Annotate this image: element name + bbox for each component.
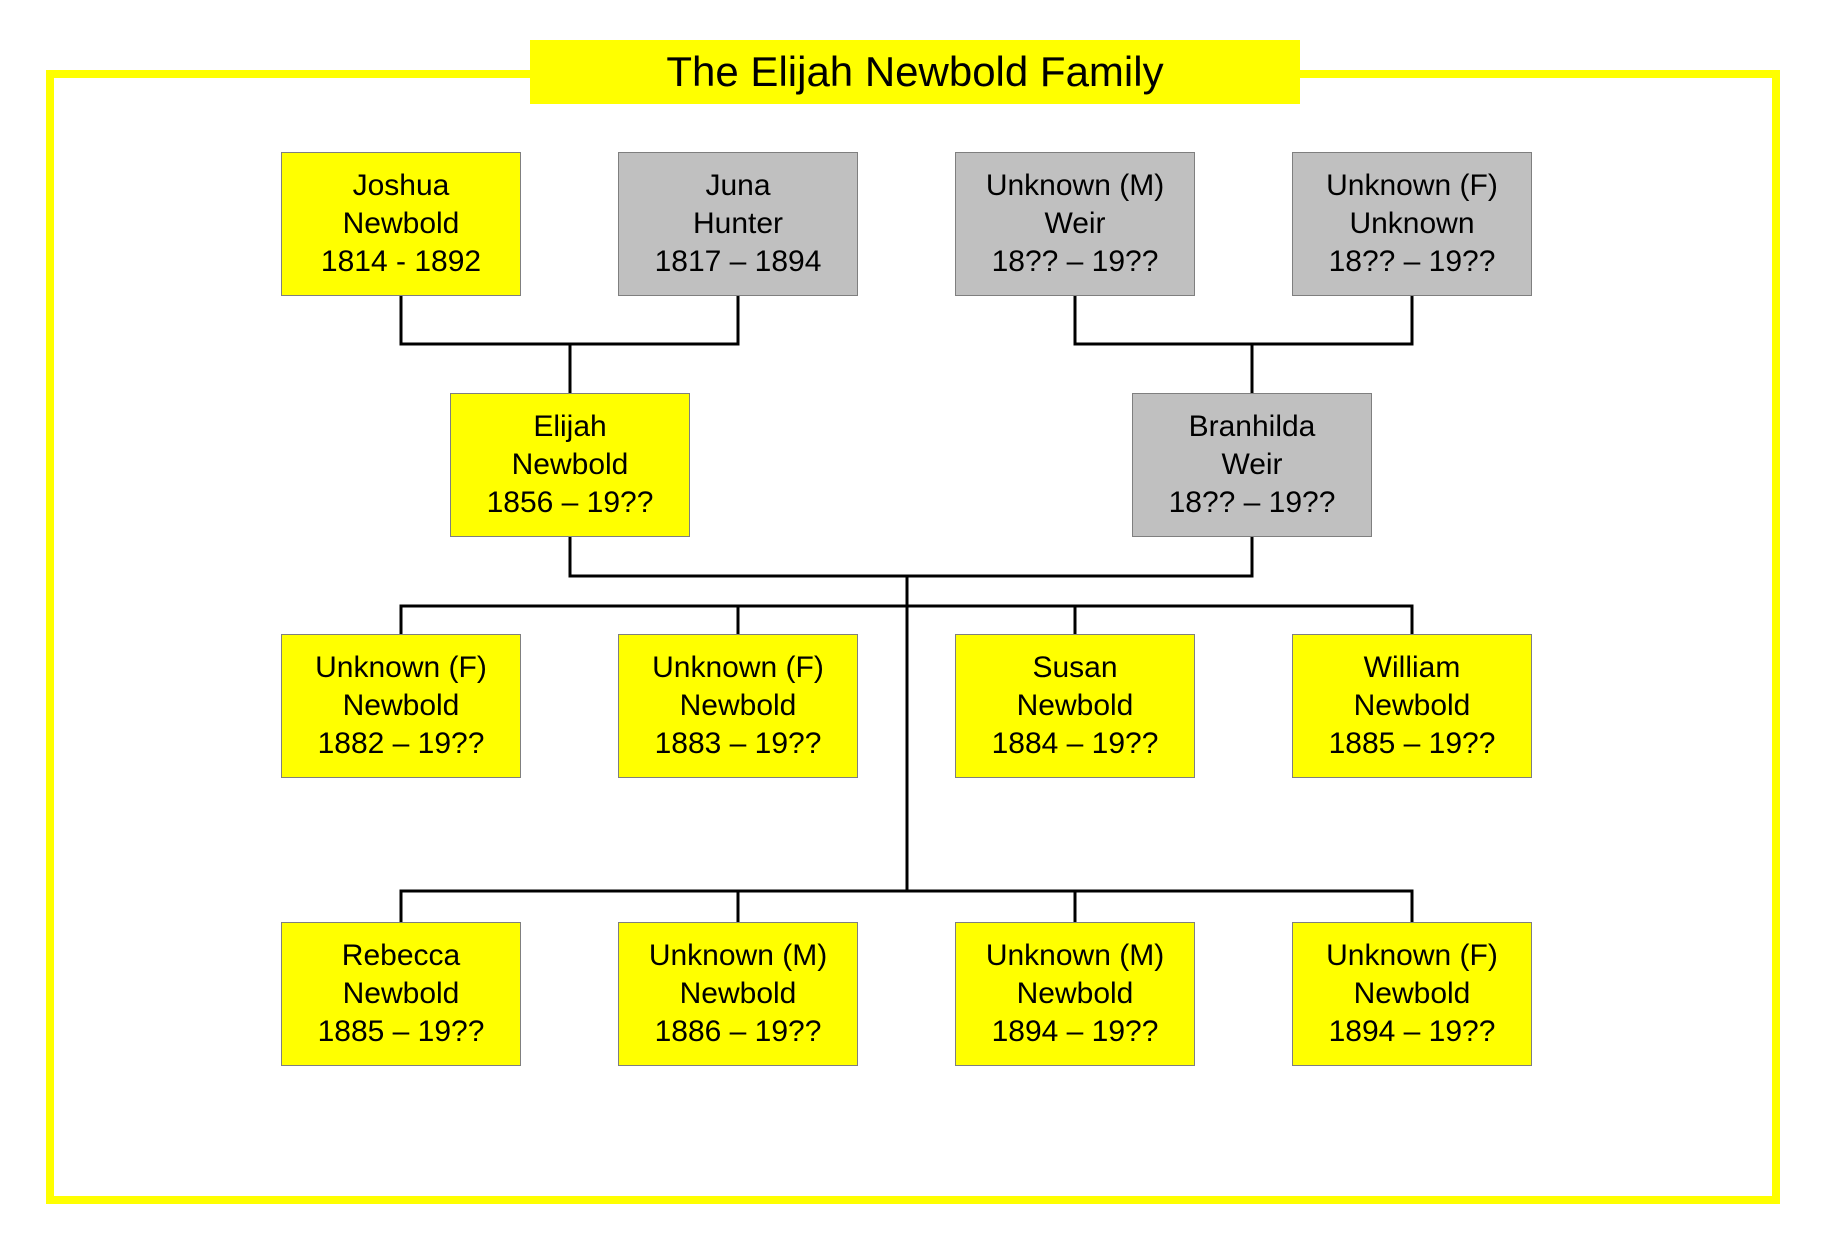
person-first-name: Juna xyxy=(705,169,771,202)
child-card: Susan Newbold 1884 – 19?? xyxy=(955,634,1195,778)
person-first-name: Elijah xyxy=(533,410,607,443)
diagram-title: The Elijah Newbold Family xyxy=(530,40,1300,104)
child-card: Unknown (F) Newbold 1883 – 19?? xyxy=(618,634,858,778)
person-last-name: Hunter xyxy=(692,207,784,240)
person-last-name: Newbold xyxy=(511,448,629,481)
child-card: Unknown (M) Newbold 1886 – 19?? xyxy=(618,922,858,1066)
person-unknown-m-weir: Unknown (M) Weir 18?? – 19?? xyxy=(955,152,1195,296)
child-card: William Newbold 1885 – 19?? xyxy=(1292,634,1532,778)
person-first-name: Branhilda xyxy=(1188,410,1316,443)
person-last-name: Weir xyxy=(1221,448,1283,481)
connector-parents xyxy=(568,535,1254,578)
person-years: 1856 – 19?? xyxy=(486,486,654,519)
person-last-name: Newbold xyxy=(1353,977,1471,1010)
person-years: 1894 – 19?? xyxy=(1328,1015,1496,1048)
person-first-name: William xyxy=(1363,651,1461,684)
person-first-name: Joshua xyxy=(352,169,450,202)
person-joshua-newbold: Joshua Newbold 1814 - 1892 xyxy=(281,152,521,296)
person-first-name: Unknown (F) xyxy=(652,651,824,684)
person-last-name: Newbold xyxy=(1353,689,1471,722)
person-first-name: Rebecca xyxy=(341,939,461,972)
person-last-name: Newbold xyxy=(342,207,460,240)
person-juna-hunter: Juna Hunter 1817 – 1894 xyxy=(618,152,858,296)
person-years: 1886 – 19?? xyxy=(654,1015,822,1048)
person-years: 1885 – 19?? xyxy=(1328,727,1496,760)
person-years: 1884 – 19?? xyxy=(991,727,1159,760)
person-years: 1817 – 1894 xyxy=(654,245,822,278)
person-years: 1883 – 19?? xyxy=(654,727,822,760)
person-years: 18?? – 19?? xyxy=(1328,245,1496,278)
child-card: Rebecca Newbold 1885 – 19?? xyxy=(281,922,521,1066)
person-first-name: Unknown (M) xyxy=(985,939,1165,972)
person-years: 1814 - 1892 xyxy=(320,245,482,278)
person-first-name: Susan xyxy=(1032,651,1118,684)
child-card: Unknown (F) Newbold 1882 – 19?? xyxy=(281,634,521,778)
person-first-name: Unknown (F) xyxy=(315,651,487,684)
person-last-name: Newbold xyxy=(1016,977,1134,1010)
person-branhilda-weir: Branhilda Weir 18?? – 19?? xyxy=(1132,393,1372,537)
person-last-name: Newbold xyxy=(342,689,460,722)
person-first-name: Unknown (F) xyxy=(1326,939,1498,972)
connector-children-row-2 xyxy=(399,889,1414,924)
person-last-name: Newbold xyxy=(679,977,797,1010)
connector-newbold-grandparents xyxy=(399,294,740,395)
person-last-name: Weir xyxy=(1044,207,1106,240)
person-last-name: Newbold xyxy=(679,689,797,722)
person-last-name: Unknown xyxy=(1349,207,1475,240)
person-years: 1882 – 19?? xyxy=(317,727,485,760)
person-elijah-newbold: Elijah Newbold 1856 – 19?? xyxy=(450,393,690,537)
person-last-name: Newbold xyxy=(1016,689,1134,722)
person-first-name: Unknown (F) xyxy=(1326,169,1498,202)
person-first-name: Unknown (M) xyxy=(985,169,1165,202)
person-unknown-f-unknown: Unknown (F) Unknown 18?? – 19?? xyxy=(1292,152,1532,296)
child-card: Unknown (F) Newbold 1894 – 19?? xyxy=(1292,922,1532,1066)
child-card: Unknown (M) Newbold 1894 – 19?? xyxy=(955,922,1195,1066)
person-years: 18?? – 19?? xyxy=(1168,486,1336,519)
connector-weir-grandparents xyxy=(1073,294,1414,395)
connector-children-row-1 xyxy=(399,604,1414,636)
person-first-name: Unknown (M) xyxy=(648,939,828,972)
person-years: 18?? – 19?? xyxy=(991,245,1159,278)
person-last-name: Newbold xyxy=(342,977,460,1010)
person-years: 1885 – 19?? xyxy=(317,1015,485,1048)
person-years: 1894 – 19?? xyxy=(991,1015,1159,1048)
